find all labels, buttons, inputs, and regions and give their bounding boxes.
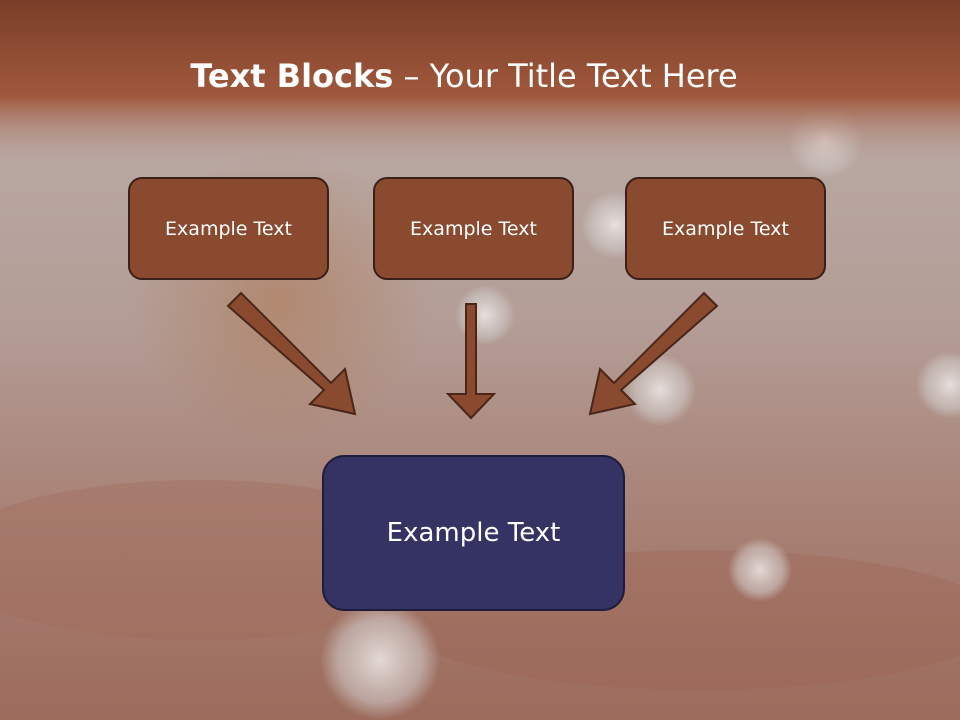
text-block-2-label: Example Text bbox=[410, 217, 537, 240]
arrow-right bbox=[588, 291, 719, 416]
arrow-left bbox=[226, 291, 357, 416]
text-block-2[interactable]: Example Text bbox=[373, 177, 574, 280]
text-block-3-label: Example Text bbox=[662, 217, 789, 240]
slide-title: Text Blocks – Your Title Text Here bbox=[0, 52, 944, 100]
center-text-block-label: Example Text bbox=[386, 518, 561, 548]
text-block-1[interactable]: Example Text bbox=[128, 177, 329, 280]
title-separator: – bbox=[393, 57, 430, 95]
center-text-block[interactable]: Example Text bbox=[322, 455, 625, 611]
text-block-3[interactable]: Example Text bbox=[625, 177, 826, 280]
title-rest: Your Title Text Here bbox=[429, 57, 738, 95]
text-block-1-label: Example Text bbox=[165, 217, 292, 240]
arrow-middle bbox=[445, 303, 497, 420]
title-bold: Text Blocks bbox=[190, 57, 394, 95]
